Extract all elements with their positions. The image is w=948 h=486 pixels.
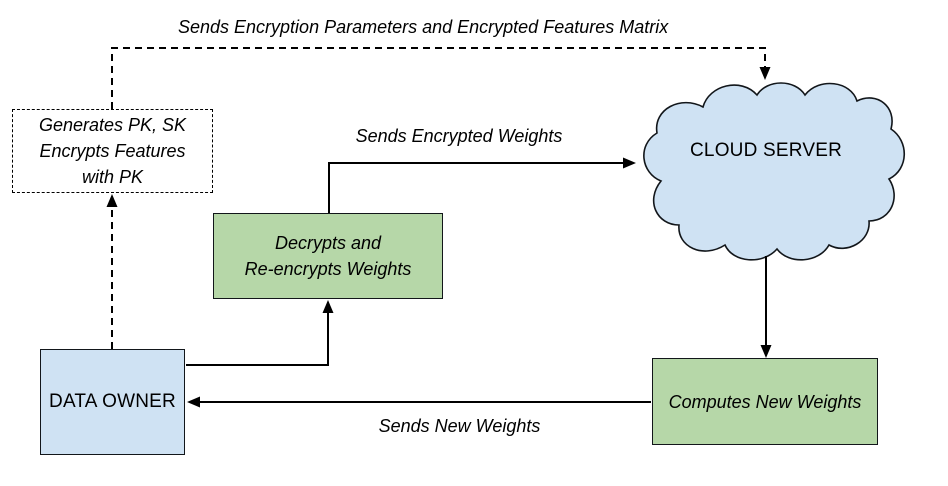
edge-cloud-to-compute-arrowhead [760,345,772,358]
edge-encrypted-weights-arrowhead [623,157,636,169]
edge-keygen-arrowhead [106,194,118,207]
node-key-generation-line1: Generates PK, SK [38,115,187,135]
node-data-owner: DATA OWNER [40,349,185,455]
node-cloud-server-label: CLOUD SERVER [690,139,842,163]
node-decrypt-reencrypt: Decrypts and Re-encrypts Weights [213,213,443,299]
edge-label-encrypted-weights: Sends Encrypted Weights [355,126,563,146]
cloud-server-line2: SERVER [763,140,842,161]
node-compute-weights: Computes New Weights [652,358,878,445]
edge-label-encryption-params: Sends Encryption Parameters and Encrypte… [178,17,669,37]
edge-owner-to-decrypt-arrowhead [322,300,334,313]
cloud-server-line1: CLOUD [690,140,758,161]
edge-label-new-weights: Sends New Weights [378,416,541,436]
node-key-generation: Generates PK, SK Encrypts Features with … [12,109,213,193]
edge-encrypted-weights-line [328,162,628,214]
node-data-owner-label: DATA OWNER [49,391,176,412]
edge-encryption-params-arrowhead [759,67,771,80]
edge-encryption-params-line [111,47,766,109]
node-decrypt-reencrypt-line2: Re-encrypts Weights [244,259,412,279]
edge-owner-to-decrypt-line [186,308,329,366]
node-decrypt-reencrypt-line1: Decrypts and [274,233,382,253]
node-key-generation-line2: Encrypts Features [39,141,186,161]
edge-new-weights-arrowhead [187,396,200,408]
node-compute-weights-label: Computes New Weights [668,391,862,412]
node-key-generation-line3: with PK [81,167,144,187]
cloud-shape [643,82,905,261]
